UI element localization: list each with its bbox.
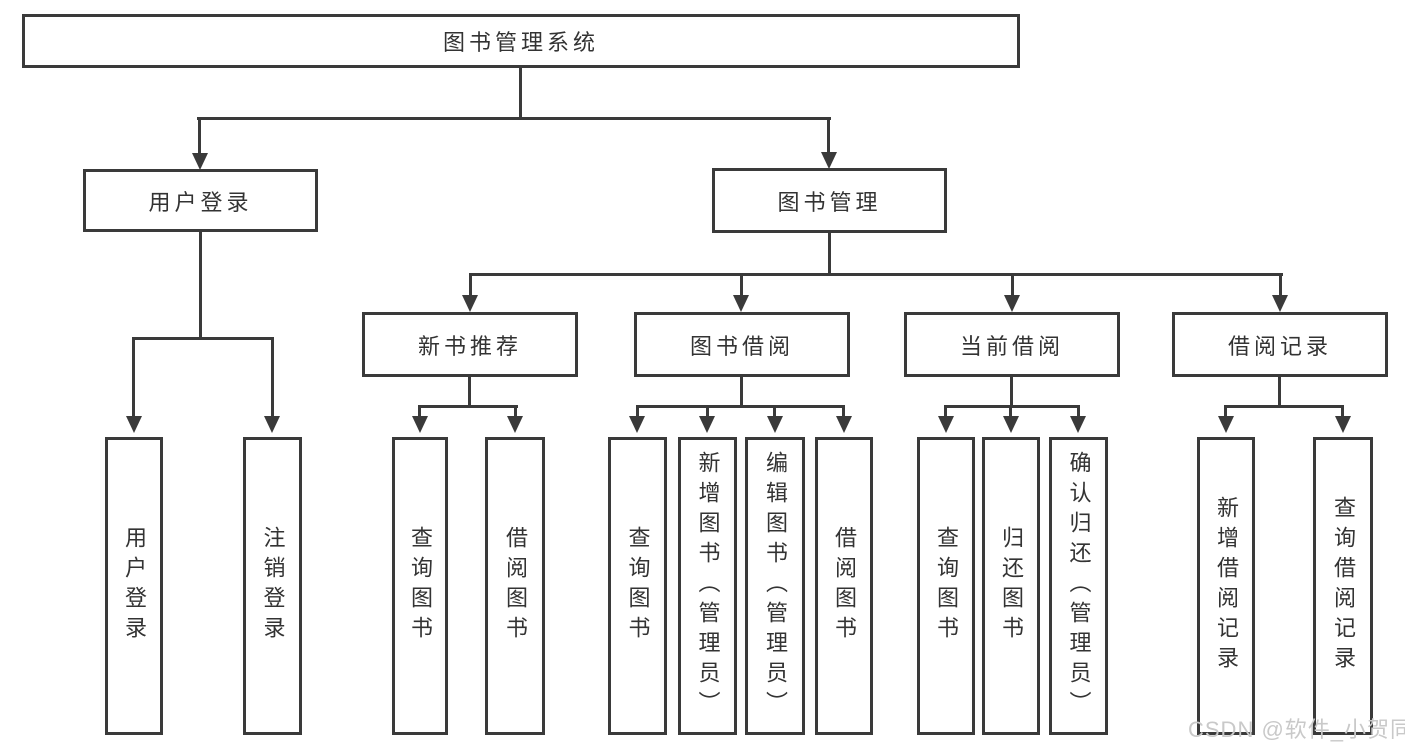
node-leaf-borrow-book-a: 借阅图书 <box>485 437 545 735</box>
node-leaf-add-borrow-record-label: 新增借阅记录 <box>1214 496 1239 676</box>
connector-line <box>1341 405 1344 416</box>
node-leaf-borrow-book-a-label: 借阅图书 <box>503 526 528 646</box>
arrow-down-icon <box>1218 416 1234 433</box>
arrow-down-icon <box>699 416 715 433</box>
node-leaf-add-book-admin: 新增图书（管理员） <box>678 437 737 735</box>
node-root: 图书管理系统 <box>22 14 1020 68</box>
arrow-down-icon <box>733 295 749 312</box>
node-leaf-return-book-label: 归还图书 <box>999 526 1024 646</box>
arrow-down-icon <box>1003 416 1019 433</box>
connector-line <box>1009 405 1012 416</box>
node-leaf-logout-label: 注销登录 <box>260 526 286 646</box>
node-leaf-borrow-book-b-label: 借阅图书 <box>832 526 857 646</box>
node-leaf-edit-book-admin: 编辑图书（管理员） <box>745 437 805 735</box>
arrow-down-icon <box>767 416 783 433</box>
node-book-borrow: 图书借阅 <box>634 312 850 377</box>
arrow-down-icon <box>836 416 852 433</box>
connector-line <box>773 405 776 416</box>
arrow-down-icon <box>1004 295 1020 312</box>
connector-line <box>514 405 517 416</box>
connector-line <box>1278 377 1281 405</box>
arrow-down-icon <box>1272 295 1288 312</box>
connector-line <box>740 377 743 405</box>
node-leaf-query-book-c-label: 查询图书 <box>934 526 959 646</box>
node-leaf-user-login: 用户登录 <box>105 437 163 735</box>
connector-line <box>271 337 274 418</box>
node-current-borrow-label: 当前借阅 <box>959 333 1064 359</box>
node-book-borrow-label: 图书借阅 <box>689 333 794 359</box>
connector-line <box>198 117 201 155</box>
connector-line <box>827 117 830 155</box>
connector-line <box>1279 273 1282 298</box>
arrow-down-icon <box>629 416 645 433</box>
node-current-borrow: 当前借阅 <box>904 312 1120 377</box>
node-borrow-records-label: 借阅记录 <box>1227 333 1332 359</box>
connector-line <box>706 405 709 416</box>
connector-line <box>469 273 1283 276</box>
arrow-down-icon <box>462 295 478 312</box>
node-root-label: 图书管理系统 <box>442 30 599 55</box>
node-book-management: 图书管理 <box>712 168 947 233</box>
node-leaf-add-borrow-record: 新增借阅记录 <box>1197 437 1255 735</box>
arrow-down-icon <box>938 416 954 433</box>
connector-line <box>1010 377 1013 405</box>
node-user-login: 用户登录 <box>83 169 318 232</box>
arrow-down-icon <box>412 416 428 433</box>
connector-line <box>1224 405 1227 416</box>
connector-line <box>468 377 471 405</box>
arrow-down-icon <box>264 416 280 433</box>
node-new-book-recommend: 新书推荐 <box>362 312 578 377</box>
connector-line <box>197 117 831 120</box>
node-leaf-add-book-admin-label: 新增图书（管理员） <box>695 451 721 721</box>
node-new-book-recommend-label: 新书推荐 <box>417 333 522 359</box>
node-leaf-query-borrow-record: 查询借阅记录 <box>1313 437 1373 735</box>
connector-line <box>132 337 274 340</box>
arrow-down-icon <box>1335 416 1351 433</box>
connector-line <box>1011 273 1014 298</box>
node-borrow-records: 借阅记录 <box>1172 312 1388 377</box>
connector-line <box>1077 405 1080 416</box>
arrow-down-icon <box>1070 416 1086 433</box>
node-leaf-query-book-b: 查询图书 <box>608 437 667 735</box>
node-leaf-query-book-c: 查询图书 <box>917 437 975 735</box>
arrow-down-icon <box>507 416 523 433</box>
connector-line <box>944 405 947 416</box>
connector-line <box>519 66 522 117</box>
node-leaf-borrow-book-b: 借阅图书 <box>815 437 873 735</box>
node-leaf-logout: 注销登录 <box>243 437 302 735</box>
connector-line <box>636 405 639 416</box>
arrow-down-icon <box>192 153 208 170</box>
arrow-down-icon <box>821 152 837 169</box>
node-user-login-label: 用户登录 <box>148 189 253 215</box>
connector-line <box>828 233 831 273</box>
connector-line <box>1224 405 1344 408</box>
connector-line <box>636 405 845 408</box>
node-leaf-confirm-return-admin-label: 确认归还（管理员） <box>1066 451 1092 721</box>
connector-line <box>199 232 202 337</box>
connector-line <box>740 273 743 298</box>
node-leaf-edit-book-admin-label: 编辑图书（管理员） <box>763 451 788 721</box>
node-leaf-query-book-b-label: 查询图书 <box>625 526 651 646</box>
node-leaf-query-book-a-label: 查询图书 <box>408 526 433 646</box>
node-leaf-return-book: 归还图书 <box>982 437 1040 735</box>
node-leaf-user-login-label: 用户登录 <box>122 526 147 646</box>
arrow-down-icon <box>126 416 142 433</box>
node-leaf-query-borrow-record-label: 查询借阅记录 <box>1331 496 1356 676</box>
connector-line <box>418 405 421 416</box>
connector-line <box>842 405 845 416</box>
connector-line <box>469 273 472 298</box>
connector-line <box>944 405 1080 408</box>
connector-line <box>132 337 135 418</box>
node-book-management-label: 图书管理 <box>777 189 882 215</box>
node-leaf-query-book-a: 查询图书 <box>392 437 448 735</box>
csdn-watermark: CSDN @软件_小贺同学 <box>1188 717 1405 742</box>
node-leaf-confirm-return-admin: 确认归还（管理员） <box>1049 437 1108 735</box>
connector-line <box>418 405 518 408</box>
